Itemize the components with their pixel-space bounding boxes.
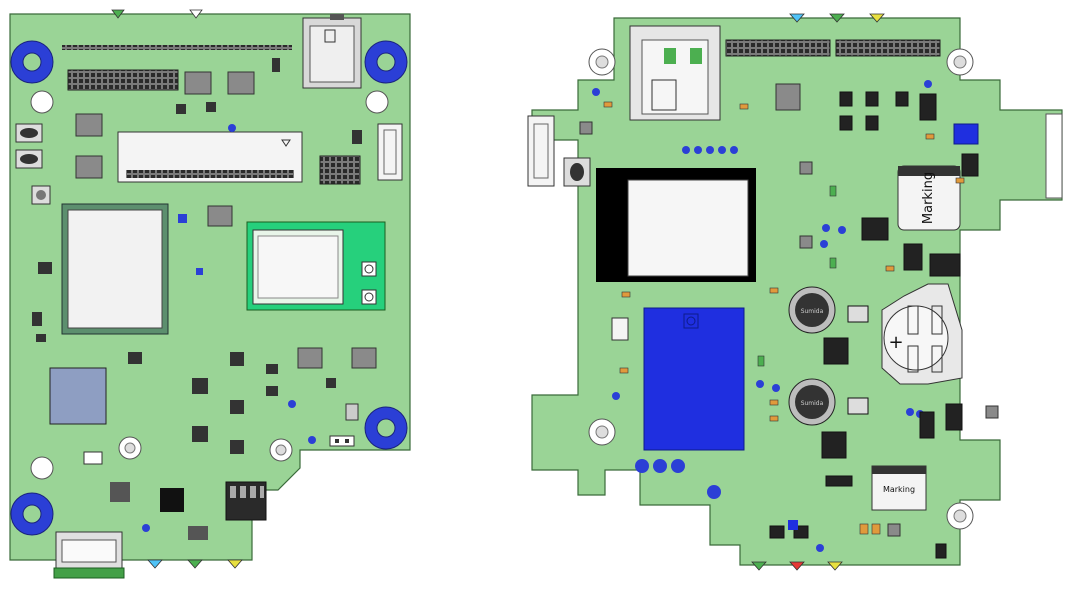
right-module-shield: [627, 179, 749, 277]
right-grey-ics: [579, 83, 999, 537]
right-marking-label-small: Marking: [883, 485, 915, 494]
svg-text:Sumida: Sumida: [801, 400, 824, 407]
right-pcb-board: Sumida Sumida Marking Marking +: [527, 13, 1063, 571]
left-hole-2: [365, 90, 389, 114]
right-led-red: [789, 561, 805, 571]
right-right-connector: [1045, 113, 1063, 199]
left-hole-4: [118, 436, 142, 460]
left-button-1: [15, 123, 43, 143]
left-mount-hole-tl: [10, 40, 54, 84]
right-marking-label-large: Marking: [921, 172, 936, 224]
right-blue-dots: [592, 80, 932, 552]
left-hole-3: [30, 456, 54, 480]
left-led-green: [187, 559, 203, 569]
right-blue-square: [953, 123, 979, 145]
right-top-led-yellow: [869, 13, 885, 23]
left-black-chips: [110, 352, 244, 512]
left-blue-dot-4: [142, 524, 150, 532]
left-pin-header: [67, 69, 179, 91]
right-ics: [769, 91, 979, 559]
left-dot-row: [62, 45, 292, 50]
left-blue-pad-2: [196, 268, 203, 275]
right-blue-module: [643, 307, 745, 451]
left-2pin-connector: [329, 435, 355, 447]
right-pin-header-1: [725, 39, 831, 57]
right-hole-tr: [946, 48, 974, 76]
right-led-green: [751, 561, 767, 571]
right-hole-tl: [588, 48, 616, 76]
left-side-connector: [377, 123, 403, 181]
right-battery-plus: +: [888, 332, 903, 353]
left-blue-dot-3: [308, 436, 316, 444]
left-small-header: [319, 155, 361, 185]
left-mount-hole-tr: [364, 40, 408, 84]
right-sd-card-slot: [629, 25, 721, 121]
right-marked-inductor-large: Marking: [897, 165, 961, 231]
left-grey-chip: [49, 367, 107, 425]
left-sd-card-slot: [302, 14, 362, 89]
right-inductor-1: Sumida: [788, 286, 836, 334]
left-hole-1: [30, 90, 54, 114]
left-blue-pad-1: [178, 214, 187, 223]
left-mount-hole-bl: [10, 492, 54, 536]
right-passives: [603, 101, 965, 535]
left-hole-5: [269, 438, 293, 462]
right-led-yellow: [827, 561, 843, 571]
left-white-pad: [83, 451, 103, 465]
left-wifi-module: [246, 221, 386, 311]
left-top-led-white: [189, 9, 203, 19]
left-top-led-green: [111, 9, 125, 19]
left-mount-hole-br: [364, 406, 408, 450]
left-button-2: [15, 149, 43, 169]
right-white-chip: [611, 317, 629, 341]
left-usb-connector: [53, 531, 125, 579]
right-inductor-2: Sumida: [788, 378, 836, 426]
left-fpc-connector: [117, 131, 303, 183]
right-marked-inductor-small: Marking: [871, 465, 927, 511]
left-blue-dot-2: [288, 400, 296, 408]
right-hole-bl: [588, 418, 616, 446]
right-top-led-blue: [789, 13, 805, 23]
right-blue-small-square: [788, 520, 798, 530]
right-pin-header-2: [835, 39, 941, 57]
right-button: [563, 157, 591, 187]
svg-text:Sumida: Sumida: [801, 308, 824, 315]
left-grey-ics: [75, 71, 377, 369]
left-led-blue: [147, 559, 163, 569]
left-main-module: [61, 203, 169, 335]
right-green-leds-small: [757, 185, 837, 367]
left-dip-switch: [225, 481, 267, 521]
left-blue-dot-1: [228, 124, 236, 132]
right-battery-holder: +: [881, 283, 963, 385]
left-led-yellow: [227, 559, 243, 569]
right-top-led-green: [829, 13, 845, 23]
left-pcb-board: [9, 9, 411, 579]
left-small-components: [32, 58, 362, 540]
left-button-3: [31, 185, 51, 205]
left-board-outline: [9, 13, 411, 561]
right-left-connector: [527, 115, 555, 187]
right-hole-br: [946, 502, 974, 530]
